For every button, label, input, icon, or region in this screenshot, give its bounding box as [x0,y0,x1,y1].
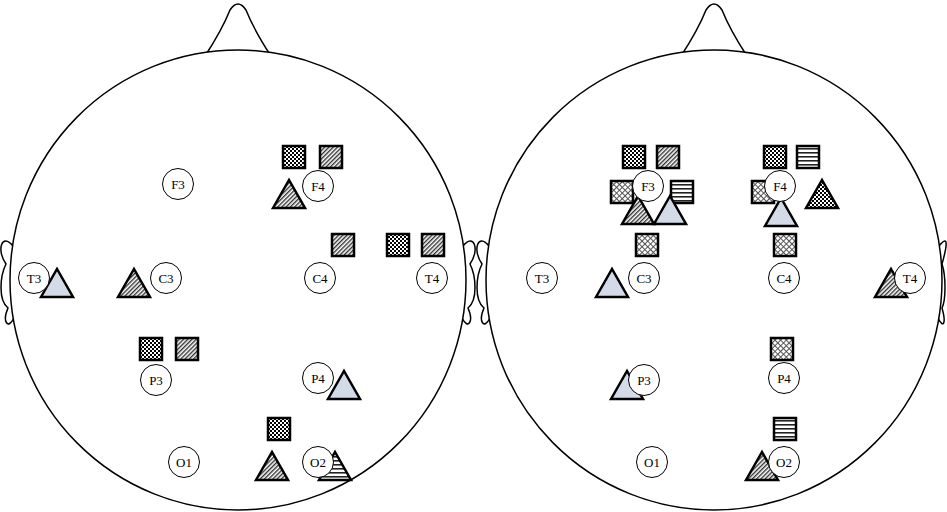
electrode-circle: F3 [632,170,664,202]
crosshatch-square [771,338,793,360]
hatch-square [332,234,354,256]
checker-square [387,234,409,256]
hatch-triangle [118,269,150,297]
electrode-circle: P3 [140,364,172,396]
electrode-label: T4 [425,272,439,285]
nose [205,4,271,56]
electrode-label: F3 [171,178,185,191]
crosshatch-square [611,181,633,203]
striped-square [774,418,796,440]
electrode-label: O2 [776,456,792,469]
electrode-circle: T3 [18,262,50,294]
hatch-square [422,234,444,256]
hatch-square [657,146,679,168]
nose [681,4,747,56]
electrode-label: P4 [777,372,791,385]
head-outline [486,50,942,510]
checker-square [764,146,786,168]
hatch-square [320,146,342,168]
electrode-label: C3 [636,272,651,285]
electrode-label: P3 [149,374,163,387]
electrode-circle: T4 [894,262,926,294]
electrode-circle: C4 [304,262,336,294]
blue-triangle [765,198,797,226]
crosshatch-square [636,234,658,256]
electrode-label: T4 [903,272,917,285]
checker-square [283,146,305,168]
hatch-triangle [273,180,305,208]
electrode-circle: F4 [302,170,334,202]
electrode-circle: P3 [628,364,660,396]
hatch-triangle [256,452,288,480]
electrode-label: C3 [158,272,173,285]
electrode-circle: F4 [764,170,796,202]
checker-triangle [806,180,838,208]
electrode-label: F4 [311,180,325,193]
electrode-circle: T4 [416,262,448,294]
electrode-label: O1 [644,456,660,469]
blue-triangle [596,269,628,297]
electrode-label: T3 [27,272,41,285]
electrode-circle: T3 [526,262,558,294]
electrode-label: C4 [312,272,327,285]
electrode-label: C4 [776,272,791,285]
electrode-circle: O2 [302,446,334,478]
electrode-circle: F3 [162,168,194,200]
electrode-circle: P4 [768,362,800,394]
electrode-label: O2 [310,456,326,469]
hatch-square [176,338,198,360]
electrode-label: O1 [176,456,192,469]
electrode-label: F3 [641,180,655,193]
head-outline [10,50,466,510]
crosshatch-square [774,234,796,256]
electrode-circle: O1 [168,446,200,478]
checker-square [623,146,645,168]
electrode-label: P3 [637,374,651,387]
electrode-label: T3 [535,272,549,285]
striped-square [797,146,819,168]
striped-square [671,181,693,203]
checker-square [140,338,162,360]
checker-square [268,418,290,440]
electrode-label: F4 [773,180,787,193]
electrode-circle: C3 [628,262,660,294]
electrode-circle: C4 [768,262,800,294]
electrode-circle: O2 [768,446,800,478]
electrode-label: P4 [311,372,325,385]
electrode-circle: O1 [636,446,668,478]
blue-triangle [654,196,686,224]
electrode-circle: P4 [302,362,334,394]
electrode-circle: C3 [150,262,182,294]
